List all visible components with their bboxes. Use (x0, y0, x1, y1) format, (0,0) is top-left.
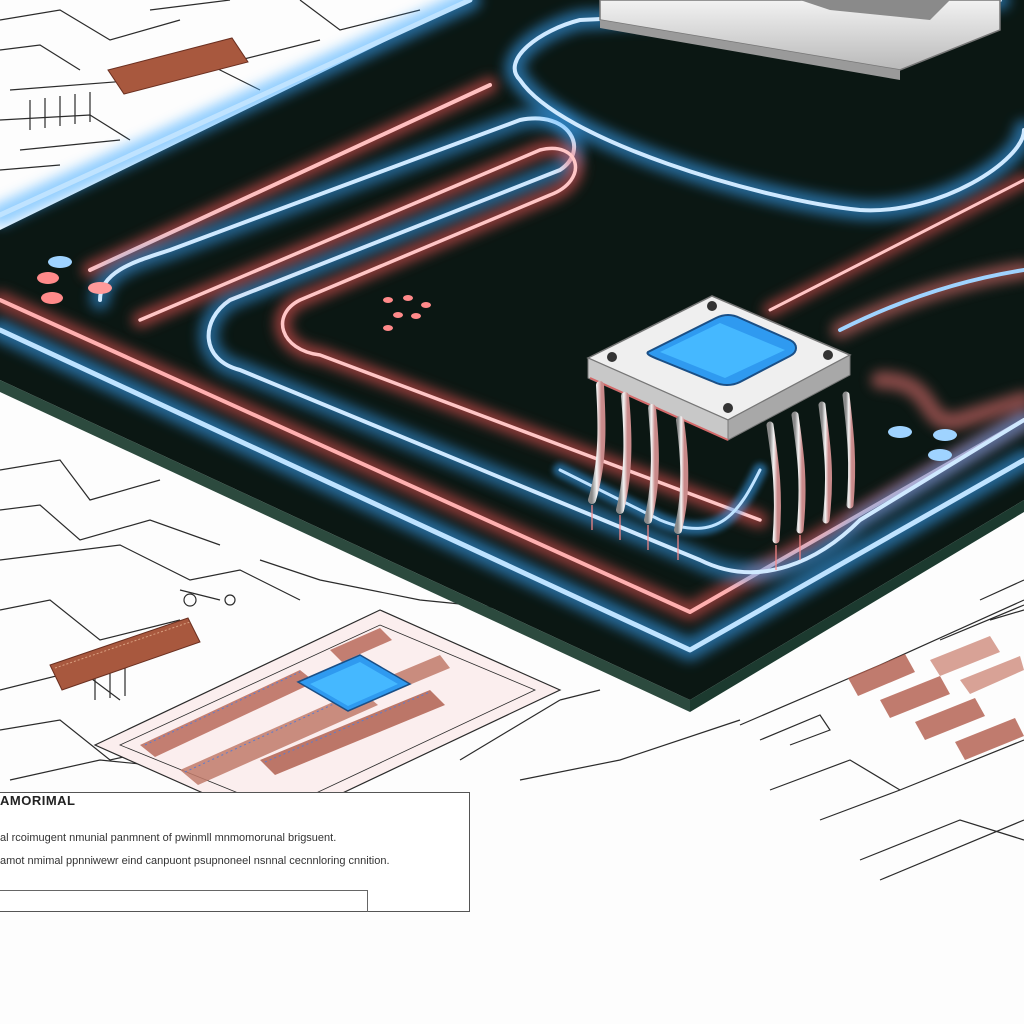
caption-title: AMORIMAL (0, 793, 76, 808)
smd-resistor-array-left (49, 617, 201, 691)
ic-chip-center (586, 295, 856, 570)
resistor-rows (140, 628, 450, 785)
schematic-bottom-left (0, 459, 521, 781)
circuit-board (0, 0, 1024, 712)
smd-resistor-array-top (107, 37, 249, 95)
caption-line-1: al rcoimugent nmunial panmnent of pwinml… (0, 832, 337, 844)
caption-footer-bar (0, 890, 368, 912)
via-dots (37, 256, 957, 461)
resistor-grid-right (848, 636, 1024, 760)
small-blue-chip (296, 654, 412, 712)
caption-panel (0, 792, 470, 912)
large-ic-chip-top (599, 0, 1001, 178)
caption-line-2: amot nmimal ppnniwewr eind canpuont psup… (0, 855, 390, 867)
glowing-traces (0, 0, 1024, 661)
